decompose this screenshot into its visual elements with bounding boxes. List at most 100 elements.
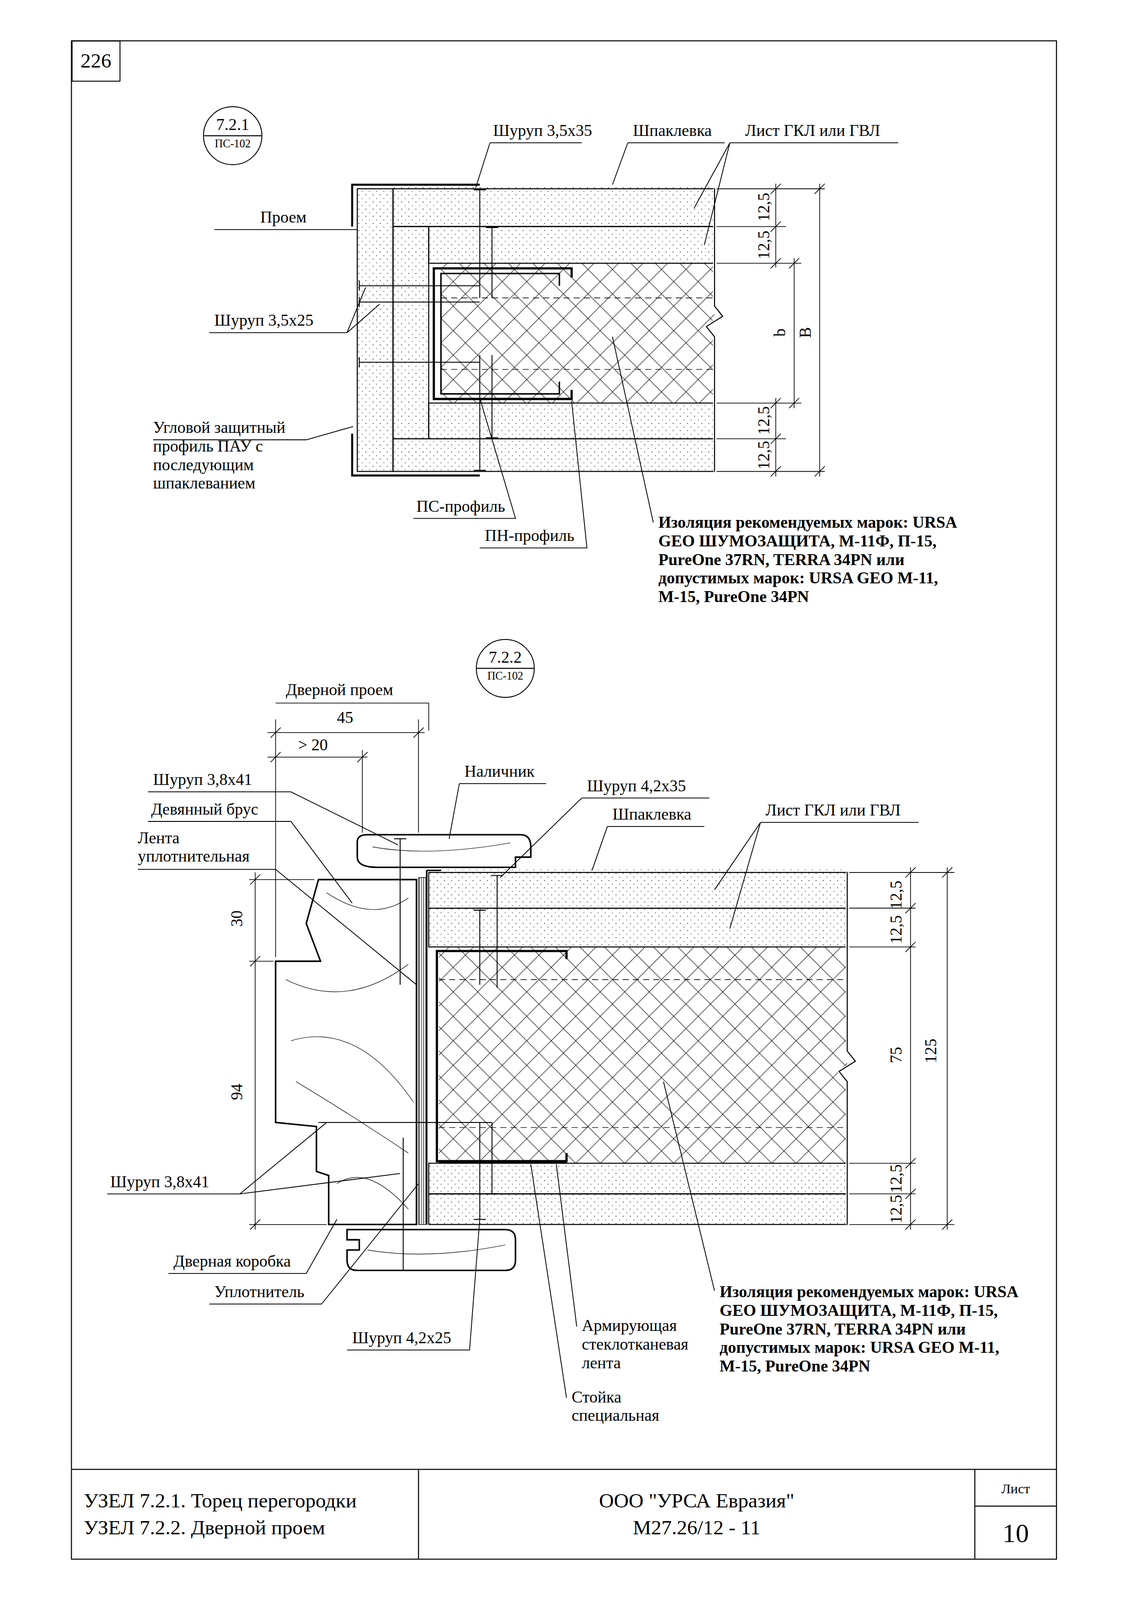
door-opening-detail [357, 834, 531, 868]
leader-lines [663, 1081, 715, 1292]
callout-label: Шуруп 3,8х41 [153, 770, 253, 790]
leader-lines [107, 142, 919, 1399]
node-text: УЗЕЛ 7.2.2. Дверной проем [83, 1516, 325, 1540]
node-text: 10 [1002, 1519, 1029, 1549]
callout-label: Дверной проем [285, 680, 393, 700]
sheet-number-cell: Лист 10 [974, 1469, 1057, 1560]
callout-label: Угловой защитный профиль ПАУ с последующ… [153, 418, 312, 493]
node-text: ПС-102 [476, 668, 535, 698]
sheet-frame [71, 40, 1057, 1560]
door-opening-detail [275, 834, 856, 1271]
leader-lines [137, 869, 417, 986]
dimension-value: 12,5 [886, 915, 906, 945]
partition-end-detail [392, 226, 429, 439]
dimension-value: 12,5 [754, 192, 773, 222]
leader-lines [475, 142, 583, 188]
partition-end-detail [706, 188, 723, 472]
callout-label: Наличник [464, 762, 535, 782]
partition-end-detail [441, 297, 715, 370]
leader-lines [556, 1164, 577, 1328]
leader-lines [612, 142, 725, 185]
dimension-value: 30 [227, 910, 247, 928]
dimension-lines [716, 188, 825, 472]
callout-label: Изоляция рекомендуемых марок: URSA GEO Ш… [719, 1282, 1042, 1376]
detail-marker: 7.2.1ПС-102 [203, 106, 263, 166]
node-text: УЗЕЛ 7.2.1. Торец перегородки [83, 1490, 357, 1513]
sheet-frame [71, 1469, 1057, 1560]
dimension-value: 12,5 [886, 1195, 906, 1225]
leader-lines [714, 822, 919, 929]
callout-label: Проем [260, 208, 307, 227]
callout-label: Стойка специальная [571, 1388, 674, 1426]
partition-end-detail [428, 403, 715, 439]
door-opening-detail [347, 1230, 516, 1271]
dimension-lines [275, 703, 429, 731]
leader-lines [347, 1219, 480, 1351]
dimension-value: 12,5 [754, 440, 773, 470]
door-opening-detail [418, 877, 427, 1225]
partition-end-detail [357, 188, 393, 472]
node-text: 7.2.1 [203, 107, 262, 136]
node-text: 7.2.2 [476, 640, 535, 669]
dimension-lines [905, 867, 953, 1231]
partition-end-detail [433, 268, 572, 399]
door-opening-detail [367, 843, 511, 1255]
sheet-frame [71, 40, 1057, 1560]
partition-end-detail [392, 188, 715, 227]
callout-label: Изоляция рекомендуемых марок: URSA GEO Ш… [658, 513, 983, 606]
leader-lines [530, 1164, 567, 1399]
callout-label: Уплотнитель [214, 1282, 305, 1302]
dimension-value: 12,5 [754, 230, 773, 260]
door-opening-detail [426, 870, 441, 1225]
callout-label: Шпаклевка [632, 121, 712, 141]
node-text: М27.26/12 - 11 [632, 1516, 761, 1540]
callout-label: Шуруп 3,5х25 [214, 311, 314, 330]
partition-end-detail [352, 184, 480, 476]
callout-label: Лента уплотнительная [137, 828, 271, 866]
dimension-lines [249, 183, 955, 1231]
dimension-value: B [796, 327, 815, 339]
partition-end-detail [428, 226, 715, 264]
dimension-value: b [770, 328, 790, 337]
title-cell: УЗЕЛ 7.2.1. Торец перегородкиУЗЕЛ 7.2.2.… [71, 1469, 419, 1560]
node-text: 226 [80, 49, 112, 73]
leader-lines [500, 798, 710, 879]
callout-label: Шуруп 3,5х35 [493, 121, 593, 141]
leader-lines [479, 401, 588, 548]
callout-label: Лист ГКЛ или ГВЛ [765, 801, 901, 820]
door-opening-detail [428, 1163, 848, 1194]
door-opening-detail [839, 872, 856, 1225]
door-opening-detail [428, 872, 848, 909]
door-opening-detail [437, 951, 567, 1162]
callout-label: Дверная коробка [173, 1252, 291, 1272]
callout-label: Шуруп 3,8х41 [110, 1172, 210, 1192]
leader-lines [107, 1122, 401, 1195]
callout-label: ПС-профиль [416, 497, 506, 516]
dimension-value: 75 [886, 1047, 906, 1064]
callout-label: Шпаклевка [612, 805, 692, 824]
partition-end-detail [359, 189, 499, 471]
dimension-lines [849, 872, 954, 1225]
callout-label: Лист ГКЛ или ГВЛ [745, 121, 881, 141]
leader-lines [612, 336, 653, 523]
node-text: Лист [1001, 1481, 1031, 1497]
page-number-box: 226 [71, 40, 121, 82]
partition-end-detail [392, 438, 715, 472]
callout-label: ПН-профиль [484, 526, 575, 546]
dimension-value: 12,5 [754, 406, 773, 435]
leader-lines [168, 1219, 337, 1275]
organization-cell: ООО "УРСА Евразия"М27.26/12 - 11 [418, 1469, 975, 1560]
dimension-value: 12,5 [886, 1164, 906, 1194]
door-opening-detail [438, 979, 848, 1128]
leader-lines [147, 792, 398, 845]
door-opening-detail [438, 1160, 567, 1164]
leader-lines [693, 142, 898, 245]
callout-label: > 20 [297, 735, 328, 755]
leader-lines [209, 287, 381, 333]
door-opening-detail [275, 880, 417, 1225]
door-opening-detail [285, 893, 414, 1210]
dimension-value: 125 [921, 1038, 941, 1064]
door-opening-detail [438, 947, 848, 1164]
leader-lines [413, 398, 516, 519]
